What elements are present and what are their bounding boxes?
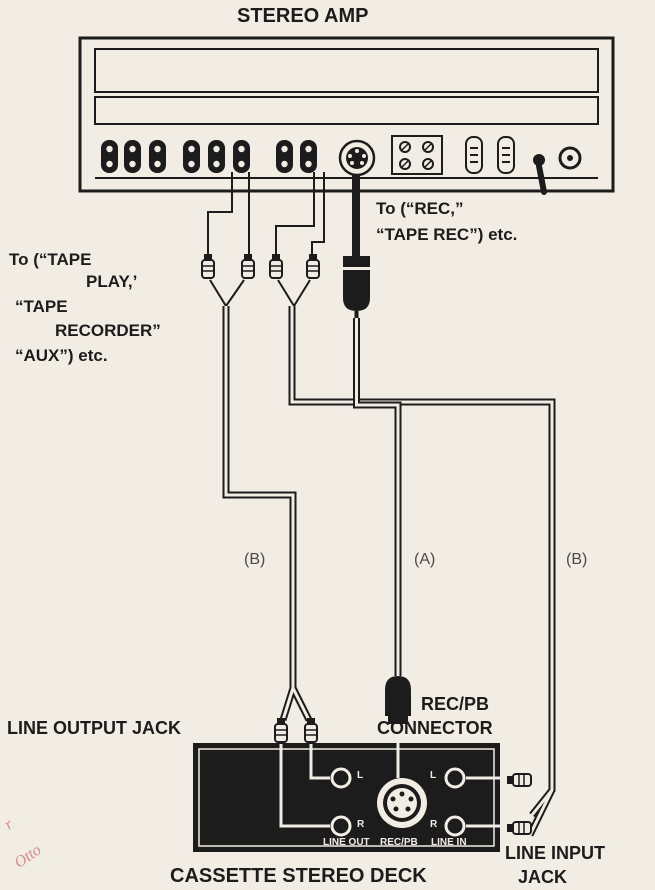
cassette-deck [193,724,520,852]
line-output-jack-label: LINE OUTPUT JACK [7,718,182,738]
cable-label-a: (A) [414,551,436,568]
deck-din-socket [377,778,427,828]
deck-side-input-plugs [506,773,532,835]
cable-b-left [209,279,313,722]
cable-label-b-left: (B) [244,551,266,568]
stereo-amp [78,36,615,195]
amp-rca-jack-panel [101,140,317,173]
tape-note-line1: To (“TAPE [9,250,92,269]
amp-ground-and-power [533,146,582,195]
amp-side-rca-plugs [201,253,320,279]
amp-side-din-plug [343,256,370,311]
cable-label-b-right: (B) [566,551,588,568]
tape-note-line4: RECORDER” [55,321,161,340]
amp-fuse-holders [465,136,515,174]
rec-note-line2: “TAPE REC”) etc. [376,225,518,244]
panel-jack-r-out: R [357,819,365,830]
amp-din-socket [338,139,376,177]
panel-jack-l-out: L [357,770,364,781]
rec-note-line1: To (“REC,” [376,199,464,218]
deck-title: CASSETTE STEREO DECK [170,865,427,887]
line-input-label-line2: JACK [518,867,568,887]
panel-line-in: LINE IN [431,837,467,848]
panel-jack-r-in: R [430,819,438,830]
panel-rec-pb: REC/PB [380,837,418,848]
deck-jacks [330,767,466,837]
line-input-label-line1: LINE INPUT [505,843,606,863]
amp-lead-wires [207,172,325,255]
amp-speaker-terminals [391,135,443,175]
cable-a-din [353,311,402,676]
deck-side-output-plugs [274,717,318,743]
din-cable-upper [352,174,360,258]
tape-note-line3: “TAPE [15,297,68,316]
rec-pb-label-line2: CONNECTOR [377,718,493,738]
tape-note-line5: “AUX”) etc. [15,346,108,365]
amp-title: STEREO AMP [237,5,369,27]
deck-side-din-plug [385,676,411,724]
panel-line-out: LINE OUT [323,837,370,848]
tape-note-line2: PLAY,’ [86,272,138,291]
cable-b-right [277,279,556,837]
rec-pb-label-line1: REC/PB [421,694,490,714]
panel-jack-l-in: L [430,770,437,781]
